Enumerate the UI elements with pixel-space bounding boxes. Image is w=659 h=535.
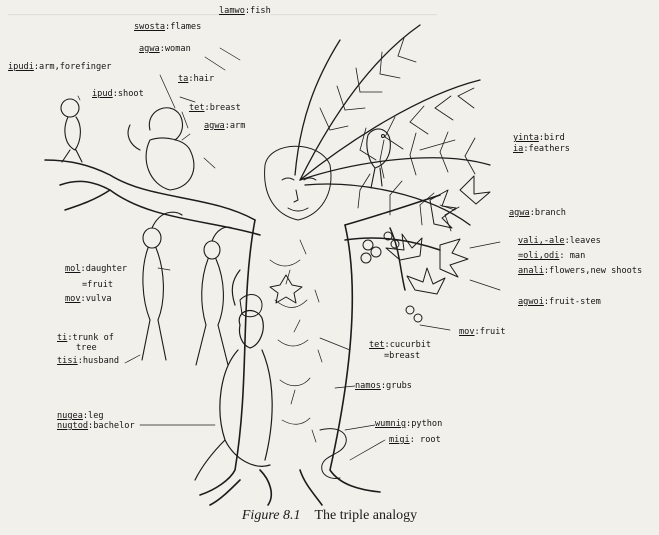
label-gloss: : man (559, 251, 585, 261)
label-term: agwoi (518, 297, 544, 307)
label-gloss: : root (410, 435, 441, 445)
label-term: mov (459, 327, 475, 337)
label-term: agwa (204, 121, 225, 131)
label-term: ipudi (8, 62, 34, 72)
label-term: agwa (509, 208, 530, 218)
label-term: ta (178, 74, 188, 84)
label-mov-vulva: mov:vulva (65, 294, 112, 304)
label-gloss: :woman (160, 44, 191, 54)
label-gloss: :branch (530, 208, 566, 218)
label-text: =breast (384, 351, 420, 361)
label-gloss: :flowers,new shoots (544, 266, 642, 276)
label-yinta-bird: yinta:bird (513, 133, 565, 143)
label-gloss: :arm (225, 121, 246, 131)
label-tet-breast2: =breast (384, 351, 420, 361)
label-term: nugea (57, 411, 83, 421)
label-gloss: :fish (245, 6, 271, 16)
label-migi-root: migi: root (389, 435, 441, 445)
label-mol-daughter: mol:daughter (65, 264, 127, 274)
label-gloss: :hair (188, 74, 214, 84)
label-mov-fruit: mov:fruit (459, 327, 506, 337)
leader-lines (78, 48, 500, 460)
label-term: mol (65, 264, 81, 274)
label-term: nugtod (57, 421, 88, 431)
left-branch (45, 160, 260, 235)
label-gloss: :breast (205, 103, 241, 113)
label-ta-hair: ta:hair (178, 74, 214, 84)
label-gloss: :flames (165, 22, 201, 32)
label-gloss: :fruit (475, 327, 506, 337)
label-gloss: :cucurbit (385, 340, 432, 350)
label-term: yinta (513, 133, 539, 143)
tree-face (265, 146, 331, 220)
figure-number: Figure 8.1 (242, 508, 301, 523)
palm-fronds (295, 25, 490, 231)
label-gloss: :bird (539, 133, 565, 143)
label-agwoi-fruit-stem: agwoi:fruit-stem (518, 297, 601, 307)
label-lamwo-fish: lamwo:fish (219, 6, 271, 16)
label-term: tet (369, 340, 385, 350)
right-branch (345, 195, 440, 290)
child-figure (61, 99, 82, 162)
label-gloss: :vulva (81, 294, 112, 304)
label-gloss: :daughter (81, 264, 128, 274)
label-text: =fruit (82, 280, 113, 290)
label-ti-trunk: ti:trunk of (57, 333, 114, 343)
label-gloss: :arm,forefinger (34, 62, 112, 72)
label-ipud-shoot: ipud:shoot (92, 89, 144, 99)
label-gloss: :leaves (565, 236, 601, 246)
label-nugtod-bachelor: nugtod:bachelor (57, 421, 135, 431)
label-mol-fruit: =fruit (82, 280, 113, 290)
label-gloss: :fruit-stem (544, 297, 601, 307)
label-namos-grubs: namos:grubs (355, 381, 412, 391)
hanging-figures (142, 212, 232, 365)
label-gloss: :bachelor (88, 421, 135, 431)
label-ipudi-arm: ipudi:arm,forefinger (8, 62, 111, 72)
label-gloss: :trunk of (67, 333, 114, 343)
label-term: ti (57, 333, 67, 343)
label-agwa-branch: agwa:branch (509, 208, 566, 218)
seated-man (195, 270, 272, 480)
label-term: vali,-ale (518, 236, 565, 246)
label-term: namos (355, 381, 381, 391)
label-term: tet (189, 103, 205, 113)
figure-title: The triple analogy (314, 508, 417, 523)
label-term: =oli,odi (518, 251, 559, 261)
label-term: ipud (92, 89, 113, 99)
label-text: tree (76, 343, 97, 353)
label-term: agwa (139, 44, 160, 54)
label-agwa-arm: agwa:arm (204, 121, 245, 131)
label-tet-cucurbit: tet:cucurbit (369, 340, 431, 350)
label-gloss: :grubs (381, 381, 412, 391)
figure-caption: Figure 8.1 The triple analogy (0, 508, 659, 524)
label-agwa-woman: agwa:woman (139, 44, 191, 54)
label-term: wumnig (375, 419, 406, 429)
label-gloss: :husband (78, 356, 119, 366)
label-term: swosta (134, 22, 165, 32)
label-oli-man: =oli,odi: man (518, 251, 585, 261)
label-term: lamwo (219, 6, 245, 16)
label-anali-flowers: anali:flowers,new shoots (518, 266, 642, 276)
label-ia-feathers: ia:feathers (513, 144, 570, 154)
label-gloss: :feathers (523, 144, 570, 154)
label-nugea-leg: nugea:leg (57, 411, 104, 421)
label-term: mov (65, 294, 81, 304)
label-wumnig-python: wumnig:python (375, 419, 442, 429)
label-term: migi (389, 435, 410, 445)
label-tisi-husband: tisi:husband (57, 356, 119, 366)
label-vali-leaves: vali,-ale:leaves (518, 236, 601, 246)
woman-figure (128, 108, 194, 190)
label-gloss: :python (406, 419, 442, 429)
label-swosta-flames: swosta:flames (134, 22, 201, 32)
label-term: ia (513, 144, 523, 154)
label-tet-breast: tet:breast (189, 103, 241, 113)
label-term: tisi (57, 356, 78, 366)
label-ti-tree: tree (76, 343, 97, 353)
label-term: anali (518, 266, 544, 276)
label-gloss: :shoot (113, 89, 144, 99)
fruits (240, 232, 422, 322)
label-gloss: :leg (83, 411, 104, 421)
